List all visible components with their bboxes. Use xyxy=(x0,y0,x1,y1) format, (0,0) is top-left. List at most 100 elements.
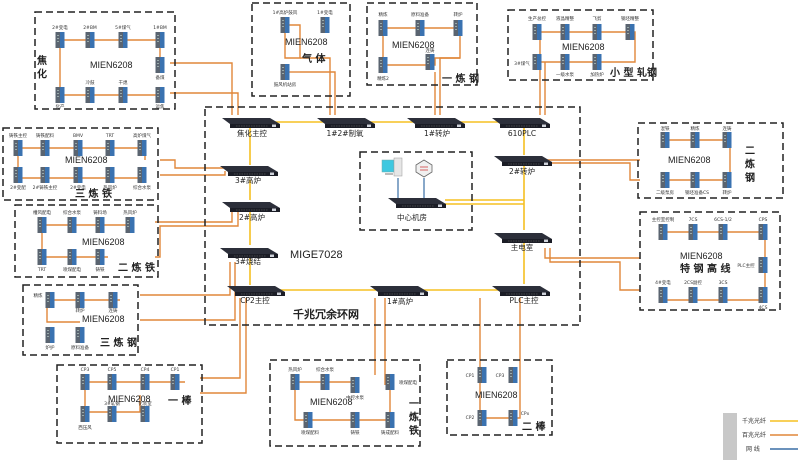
edge-switch[interactable] xyxy=(37,249,47,265)
edge-switch[interactable] xyxy=(508,367,518,383)
edge-switch[interactable] xyxy=(118,32,128,48)
edge-switch[interactable] xyxy=(108,292,118,308)
area-bar1: CP3 CP5 CP4 CP1 西压风 3#轧钢 化装室 MIEN6208 一 … xyxy=(78,367,192,431)
edge-switch[interactable] xyxy=(107,406,117,422)
edge-switch[interactable] xyxy=(532,54,542,70)
edge-switch[interactable] xyxy=(560,54,570,70)
edge-switch[interactable] xyxy=(425,54,435,70)
edge-switch[interactable] xyxy=(155,57,165,73)
edge-switch[interactable] xyxy=(85,87,95,103)
edge-switch[interactable] xyxy=(280,17,290,33)
area-iron2: 槽风配电 综合水泵 铸料场 热风炉 TRT 喷煤配电 铸铁 MIEN6208 二… xyxy=(33,209,155,274)
edge-switch[interactable] xyxy=(453,20,463,36)
core-switch-bf3[interactable] xyxy=(219,165,279,177)
edge-switch[interactable] xyxy=(37,217,47,233)
edge-switch[interactable] xyxy=(592,54,602,70)
network-cables xyxy=(397,178,425,198)
edge-switch[interactable] xyxy=(107,374,117,390)
edge-switch[interactable] xyxy=(118,87,128,103)
edge-switch[interactable] xyxy=(385,374,395,390)
edge-switch[interactable] xyxy=(67,249,77,265)
edge-switch[interactable] xyxy=(85,32,95,48)
edge-switch[interactable] xyxy=(592,24,602,40)
edge-switch[interactable] xyxy=(280,64,290,80)
core-switch-bf1[interactable] xyxy=(369,285,429,297)
edge-switch[interactable] xyxy=(758,224,768,240)
core-switch-coking-main[interactable] xyxy=(221,117,281,129)
edge-switch[interactable] xyxy=(378,20,388,36)
edge-switch[interactable] xyxy=(140,374,150,390)
edge-switch[interactable] xyxy=(75,327,85,343)
edge-switch[interactable] xyxy=(303,412,313,428)
edge-switch[interactable] xyxy=(722,172,732,188)
core-switch-plc-main[interactable] xyxy=(491,285,551,297)
edge-switch[interactable] xyxy=(80,374,90,390)
edge-switch[interactable] xyxy=(155,32,165,48)
edge-switch[interactable] xyxy=(125,217,135,233)
edge-switch[interactable] xyxy=(95,249,105,265)
edge-switch[interactable] xyxy=(13,167,23,183)
edge-switch[interactable] xyxy=(140,406,150,422)
edge-switch[interactable] xyxy=(137,167,147,183)
edge-switch[interactable] xyxy=(350,412,360,428)
core-switch-cp2[interactable] xyxy=(226,285,286,297)
edge-switch[interactable] xyxy=(718,287,728,303)
edge-switch[interactable] xyxy=(137,140,147,156)
edge-switch[interactable] xyxy=(40,140,50,156)
edge-switch[interactable] xyxy=(350,377,360,393)
edge-switch[interactable] xyxy=(45,327,55,343)
edge-switch[interactable] xyxy=(320,17,330,33)
core-switch-bf2[interactable] xyxy=(221,201,281,213)
edge-switch[interactable] xyxy=(13,140,23,156)
node-label: PLC主控 xyxy=(737,262,755,269)
core-switch-converter1[interactable] xyxy=(406,117,466,129)
edge-switch[interactable] xyxy=(477,367,487,383)
core-switch-610plc[interactable] xyxy=(491,117,551,129)
edge-switch[interactable] xyxy=(660,172,670,188)
edge-switch[interactable] xyxy=(105,167,115,183)
edge-switch[interactable] xyxy=(155,87,165,103)
edge-switch[interactable] xyxy=(660,132,670,148)
edge-switch[interactable] xyxy=(80,406,90,422)
edge-switch[interactable] xyxy=(690,172,700,188)
edge-switch[interactable] xyxy=(67,217,77,233)
edge-switch[interactable] xyxy=(290,374,300,390)
center-room-switch[interactable] xyxy=(387,197,447,209)
edge-switch[interactable] xyxy=(55,87,65,103)
edge-switch[interactable] xyxy=(758,257,768,273)
edge-switch[interactable] xyxy=(95,217,105,233)
edge-switch[interactable] xyxy=(415,20,425,36)
edge-switch[interactable] xyxy=(378,57,388,73)
edge-switch[interactable] xyxy=(75,292,85,308)
edge-switch[interactable] xyxy=(73,140,83,156)
edge-switch[interactable] xyxy=(40,167,50,183)
edge-switch[interactable] xyxy=(55,32,65,48)
edge-switch[interactable] xyxy=(758,287,768,303)
edge-switch[interactable] xyxy=(508,410,518,426)
edge-switch[interactable] xyxy=(73,167,83,183)
edge-switch[interactable] xyxy=(170,374,180,390)
edge-switch[interactable] xyxy=(625,24,635,40)
edge-switch[interactable] xyxy=(45,292,55,308)
edge-switch[interactable] xyxy=(560,24,570,40)
edge-switch[interactable] xyxy=(385,412,395,428)
core-switch-converter2[interactable] xyxy=(493,155,553,167)
node-label: 1#高炉鼓风 xyxy=(273,9,298,16)
edge-switch[interactable] xyxy=(658,287,668,303)
edge-switch[interactable] xyxy=(320,374,330,390)
core-switch-label: PLC主控 xyxy=(510,295,539,305)
edge-switch[interactable] xyxy=(658,224,668,240)
edge-switch[interactable] xyxy=(718,224,728,240)
edge-switch[interactable] xyxy=(477,410,487,426)
node-label: 6CS-1/2 xyxy=(714,217,732,223)
node-label: 1#BM xyxy=(153,25,167,31)
area-title: 二 炼 铁 xyxy=(118,261,155,274)
edge-switch[interactable] xyxy=(722,132,732,148)
edge-switch[interactable] xyxy=(688,224,698,240)
edge-switch[interactable] xyxy=(105,140,115,156)
edge-switch[interactable] xyxy=(688,287,698,303)
edge-switch[interactable] xyxy=(532,24,542,40)
core-switch-main-electric[interactable] xyxy=(493,232,553,244)
core-switch-oxygen[interactable] xyxy=(316,117,376,129)
edge-switch[interactable] xyxy=(690,132,700,148)
